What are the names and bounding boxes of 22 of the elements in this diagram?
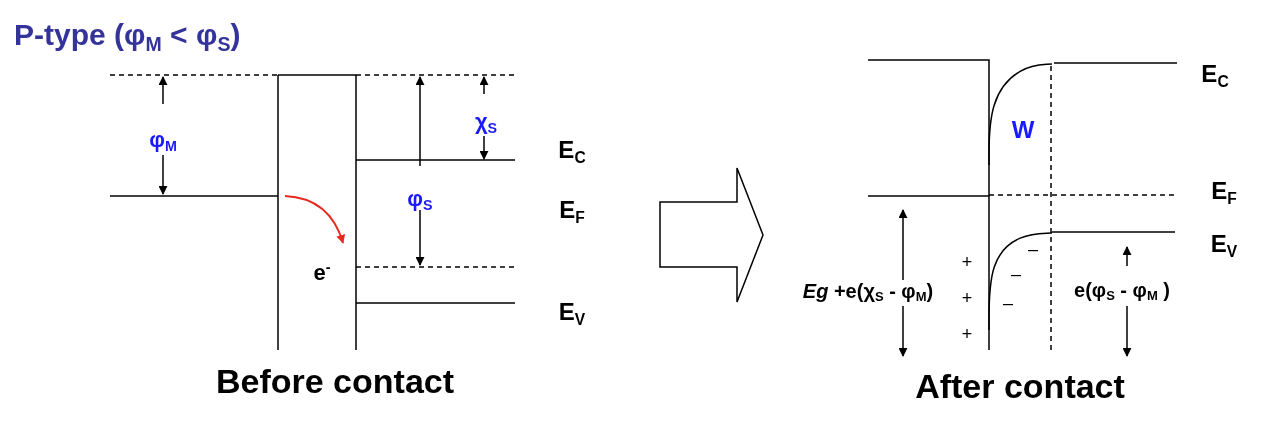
energy-label: e(φ$_{S}$ - φ$_{M}$ ) xyxy=(1074,279,1170,303)
symbol-label: φ$_{S}$ xyxy=(407,187,433,213)
charge-sign: – xyxy=(1028,240,1038,258)
panel-caption: Before contact xyxy=(215,364,455,398)
depletion-width-label: W xyxy=(1011,118,1035,142)
title: P-type (φ$_{M}$ < φ$_{S}$) xyxy=(14,20,241,55)
band-label: E$_{C}$ xyxy=(558,138,586,166)
panel-caption: After contact xyxy=(915,369,1125,403)
symbol-label: φ$_{M}$ xyxy=(149,128,177,154)
band-label: E$_{V}$ xyxy=(558,300,586,328)
band-label: E$_{C}$ xyxy=(1201,62,1229,90)
symbol-label: χ$_{S}$ xyxy=(474,110,498,136)
band-label: E$_{F}$ xyxy=(559,198,585,226)
electron-label: e$^{-}$ xyxy=(313,259,331,285)
charge-sign: + xyxy=(961,289,973,307)
charge-sign: + xyxy=(961,325,973,343)
band-label: E$_{V}$ xyxy=(1210,232,1238,260)
charge-sign: – xyxy=(1003,294,1013,312)
charge-sign: – xyxy=(1011,265,1021,283)
band-label: E$_{F}$ xyxy=(1211,179,1237,207)
energy-label: Eg +e(χ$_{S}$ - φ$_{M}$) xyxy=(802,280,934,304)
charge-sign: + xyxy=(961,253,973,271)
